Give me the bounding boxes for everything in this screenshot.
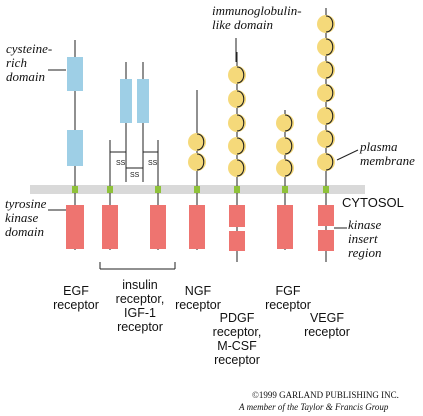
disulfide-label: SS — [130, 172, 140, 179]
vegf-receptor-label: VEGF receptor — [304, 311, 350, 339]
kinase-insert-region-label: kinase insert region — [348, 217, 382, 260]
immunoglobulin-domain — [188, 133, 206, 151]
tyrosine-kinase-domain — [318, 205, 334, 226]
ig-loop — [236, 114, 245, 132]
ig-loop — [325, 107, 334, 125]
immunoglobulin-domain — [276, 159, 294, 177]
tyrosine-kinase-domain — [66, 205, 84, 249]
ig-loop — [196, 133, 205, 151]
transmembrane-segment — [155, 186, 161, 193]
ig-loop — [196, 153, 205, 171]
immunoglobulin-domain — [228, 66, 246, 84]
ig-loop — [325, 38, 334, 56]
transmembrane-segment — [107, 186, 113, 193]
cysteine-rich-domain — [67, 57, 83, 91]
fgf-receptor-label: FGF receptor — [265, 284, 311, 312]
cysteine-rich-domain — [67, 130, 83, 166]
immunoglobulin-domain — [317, 130, 335, 148]
disulfide-label: SS — [116, 160, 126, 167]
tyrosine-kinase-domain — [277, 205, 293, 249]
transmembrane-segment — [234, 186, 240, 193]
ig-loop — [284, 159, 293, 177]
copyright-line: ©1999 GARLAND PUBLISHING INC. — [252, 390, 399, 400]
transmembrane-segment — [72, 186, 78, 193]
ig-loop — [325, 84, 334, 102]
immunoglobulin-domain — [317, 38, 335, 56]
egf-receptor-label: EGF receptor — [53, 284, 99, 312]
cysteine-rich-domain — [137, 79, 149, 123]
immunoglobulin-domain — [317, 107, 335, 125]
immunoglobulin-domain — [317, 15, 335, 33]
ig-loop — [236, 137, 245, 155]
ig-loop — [284, 137, 293, 155]
ig-loop — [325, 153, 334, 171]
immunoglobulin-domain — [188, 153, 206, 171]
immunoglobulin-domain — [276, 137, 294, 155]
insulin-receptor-label: insulin receptor, IGF-1 receptor — [115, 278, 165, 334]
tyrosine-kinase-domain — [229, 231, 245, 251]
ig-loop — [284, 114, 293, 132]
immunoglobulin-domain — [228, 90, 246, 108]
immunoglobulin-domain — [317, 153, 335, 171]
ig-loop — [325, 61, 334, 79]
immunoglobulin-domain — [276, 114, 294, 132]
ig-loop — [236, 90, 245, 108]
disulfide-label: SS — [148, 160, 158, 167]
tyrosine-kinase-domain — [150, 205, 166, 249]
ig-loop — [236, 66, 245, 84]
cytosol-label: CYTOSOL — [342, 195, 404, 210]
tyrosine-kinase-domain — [318, 230, 334, 251]
immunoglobulin-like-domain-label: immunoglobulin- like domain — [212, 3, 302, 32]
immunoglobulin-domain — [228, 159, 246, 177]
transmembrane-segment — [194, 186, 200, 193]
tyrosine-kinase-domain — [229, 205, 245, 227]
ngf-receptor-label: NGF receptor — [175, 284, 221, 312]
cysteine-rich-domain — [120, 79, 132, 123]
plasma-membrane-label: plasma membrane — [360, 139, 415, 168]
immunoglobulin-domain — [317, 84, 335, 102]
immunoglobulin-domain — [228, 114, 246, 132]
tyrosine-kinase-domain — [102, 205, 118, 249]
copyright-publisher-line: A member of the Taylor & Francis Group — [239, 402, 389, 412]
ig-loop — [236, 159, 245, 177]
cysteine-rich-domain-label: cysteine- rich domain — [6, 41, 53, 84]
tyrosine-kinase-domain — [189, 205, 205, 249]
ig-loop — [325, 130, 334, 148]
immunoglobulin-domain — [317, 61, 335, 79]
immunoglobulin-domain — [228, 137, 246, 155]
pdgf-receptor-label: PDGF receptor, M-CSF receptor — [212, 311, 262, 367]
tyrosine-kinase-domain-label: tyrosine kinase domain — [5, 196, 47, 239]
ig-loop — [325, 15, 334, 33]
transmembrane-segment — [282, 186, 288, 193]
transmembrane-segment — [323, 186, 329, 193]
plasma-membrane-leader — [336, 149, 359, 161]
